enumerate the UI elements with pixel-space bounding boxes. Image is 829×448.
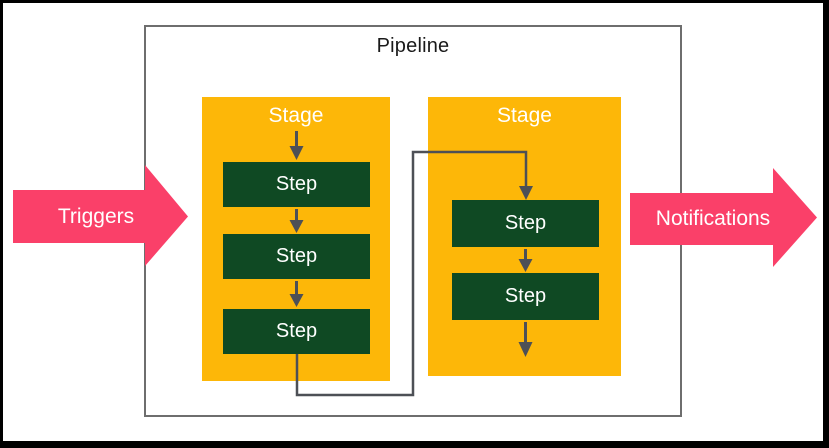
stage-1-label: Stage xyxy=(268,104,324,127)
stage-2-label: Stage xyxy=(497,104,552,127)
stage-2-step-2: Step xyxy=(452,273,599,320)
notifications-label: Notifications xyxy=(655,207,771,230)
triggers-label: Triggers xyxy=(57,204,135,228)
stage-1-step-1: Step xyxy=(223,162,370,207)
stage-1-step-3: Step xyxy=(223,309,370,354)
pipeline-title: Pipeline xyxy=(376,35,450,57)
stage-1-step-2: Step xyxy=(223,234,370,279)
stage-2-step-1: Step xyxy=(452,200,599,247)
